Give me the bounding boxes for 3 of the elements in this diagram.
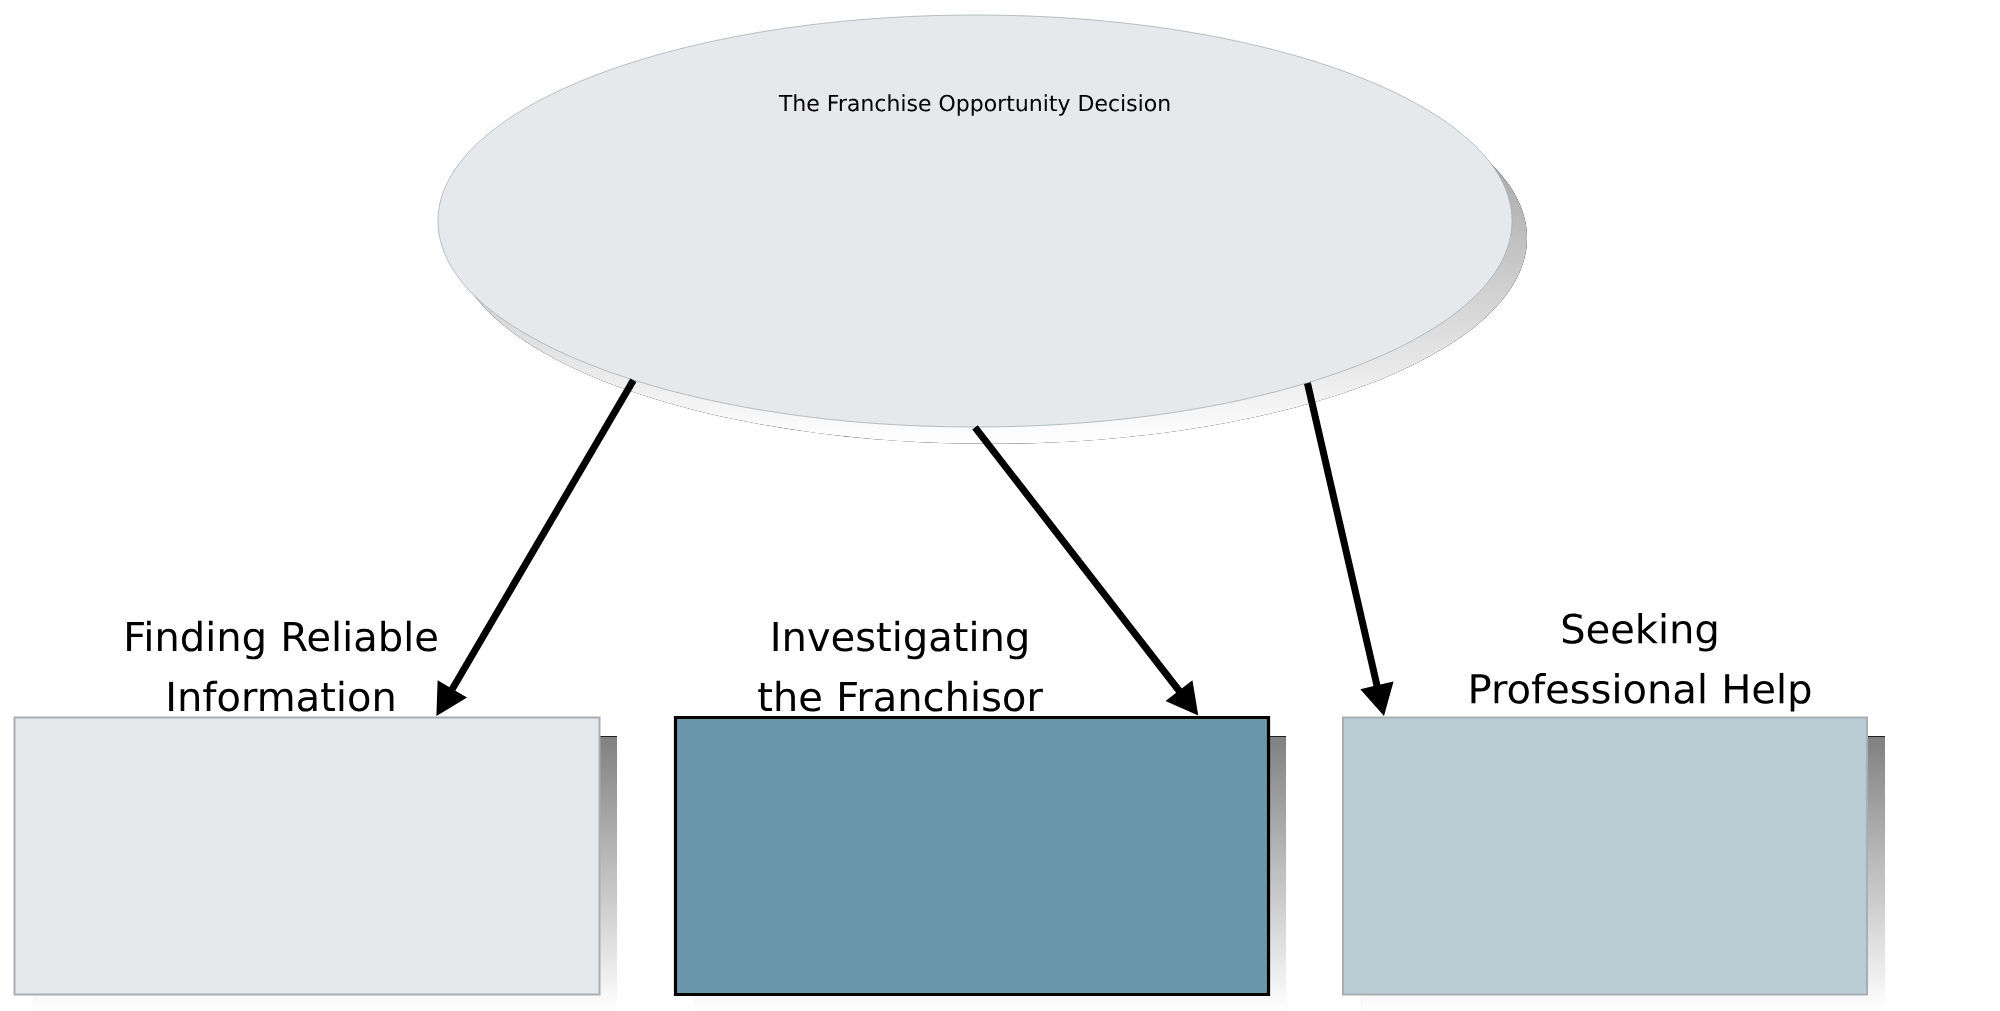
box-heading: Investigating the Franchisor bbox=[758, 620, 1043, 712]
box-heading: Seeking Professional Help bbox=[1471, 612, 1811, 712]
box-heading: Finding Reliable Information bbox=[127, 620, 437, 712]
